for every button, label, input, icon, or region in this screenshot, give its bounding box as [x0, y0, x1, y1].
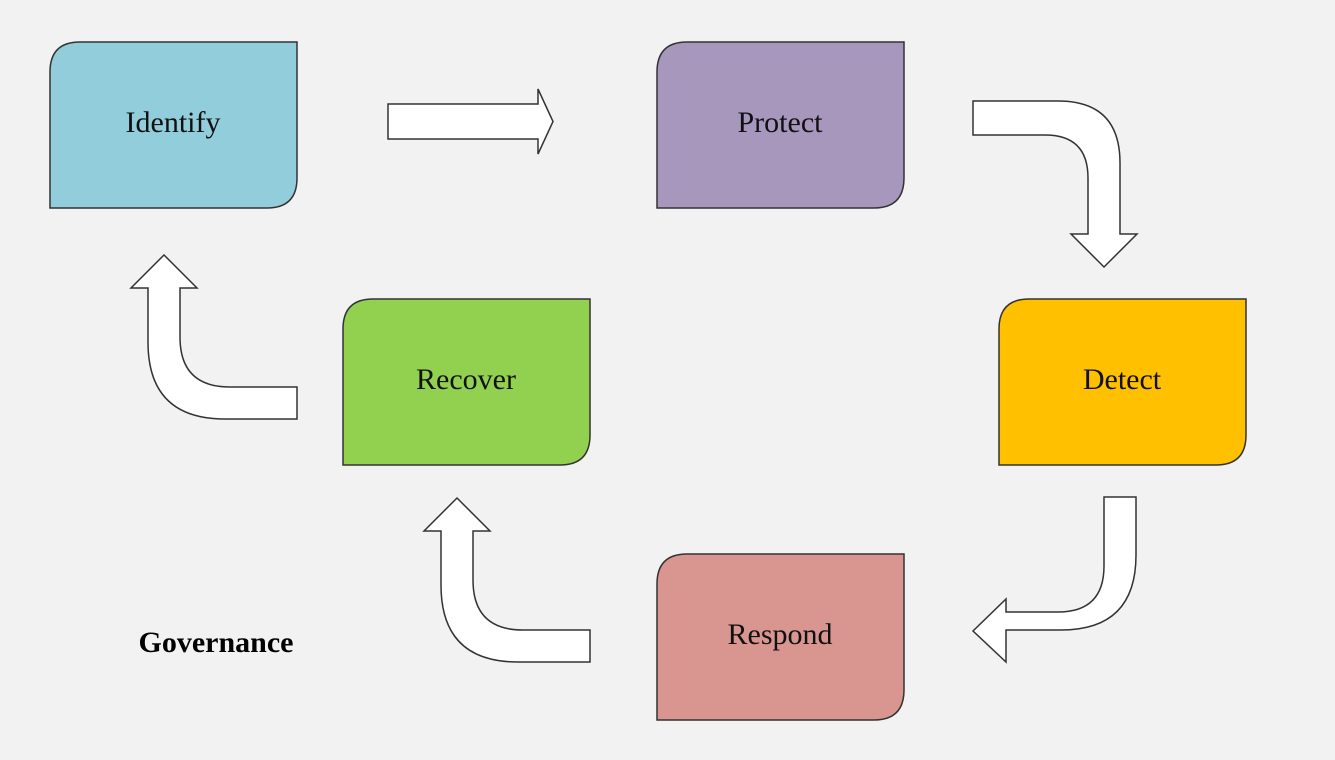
- stage-protect-box: [656, 41, 905, 209]
- stage-identify-box: [49, 41, 298, 209]
- arrow-recover-to-identify: [129, 253, 298, 420]
- stage-detect-box: [998, 298, 1247, 466]
- stage-respond-label: Respond: [728, 618, 833, 651]
- stage-protect: Protect: [656, 41, 905, 209]
- stage-identify-label: Identify: [126, 106, 221, 139]
- arrow-identify-to-protect: [387, 88, 554, 155]
- stage-respond-box: [656, 553, 905, 721]
- stage-detect: Detect: [998, 298, 1247, 466]
- arrow-protect-to-detect: [972, 100, 1139, 269]
- stage-respond: Respond: [656, 553, 905, 721]
- stage-protect-label: Protect: [738, 106, 824, 139]
- governance-label: Governance: [139, 626, 294, 659]
- stage-identify: Identify: [49, 41, 298, 209]
- arrow-detect-to-respond: [971, 496, 1137, 664]
- stage-detect-label: Detect: [1083, 363, 1162, 396]
- stage-recover: Recover: [342, 298, 591, 466]
- stage-recover-label: Recover: [416, 363, 516, 396]
- stage-recover-box: [342, 298, 591, 466]
- arrow-respond-to-recover: [422, 496, 591, 663]
